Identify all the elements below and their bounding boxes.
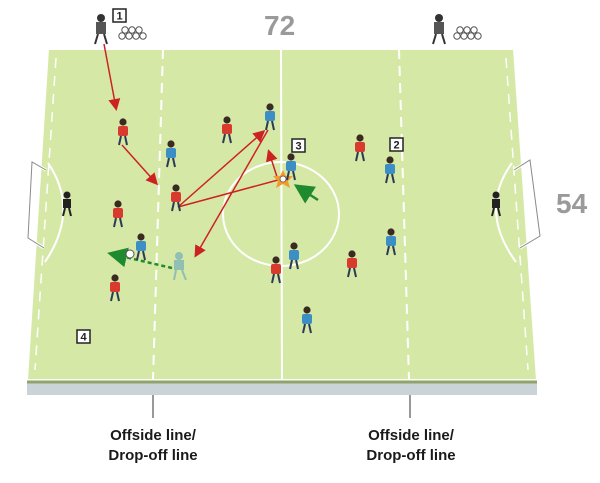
run-arrow-green — [293, 184, 319, 204]
goalkeeper-left — [62, 191, 72, 217]
caption-left-line1: Offside line/ — [110, 427, 196, 444]
coach-right — [432, 14, 446, 45]
pass-arrow-to-three — [177, 130, 266, 208]
blue-player — [289, 242, 299, 270]
pass-arrow-wing — [121, 144, 159, 186]
loose-ball — [125, 249, 135, 259]
marker-4: 4 — [76, 329, 91, 344]
red-player — [222, 116, 232, 144]
ball-impact-icon — [273, 170, 293, 188]
red-player — [113, 200, 123, 228]
right-goal-arc — [494, 162, 517, 263]
left-goal — [26, 159, 47, 250]
caption-right: Offside line/ Drop-off line — [326, 426, 496, 466]
caption-right-line2: Drop-off line — [366, 447, 456, 464]
goalkeeper-right — [491, 191, 501, 217]
red-players — [110, 116, 365, 302]
ball-pile-left — [118, 26, 147, 40]
red-player — [118, 118, 128, 146]
pass-arrow-cross — [177, 179, 279, 208]
pitch-edge — [27, 380, 537, 395]
svg-text:2: 2 — [393, 140, 399, 152]
dribble-arrow-green — [107, 247, 173, 270]
caption-right-line1: Offside line/ — [368, 427, 454, 444]
caption-left: Offside line/ Drop-off line — [68, 426, 238, 466]
red-player — [271, 256, 281, 284]
svg-text:1: 1 — [116, 11, 122, 23]
blue-player — [136, 233, 146, 261]
offside-line-left — [152, 48, 164, 381]
blue-player — [166, 140, 176, 168]
red-player — [110, 274, 120, 302]
caption-left-line2: Drop-off line — [108, 447, 198, 464]
blue-player — [385, 156, 395, 184]
pitch-width-label: 72 — [264, 10, 296, 41]
red-player — [171, 184, 181, 212]
ball-pile-right — [453, 26, 482, 40]
left-touch-dash — [34, 57, 57, 371]
marker-2: 2 — [389, 137, 404, 152]
red-player — [355, 134, 365, 162]
blue-players — [136, 103, 396, 334]
offside-line-right — [398, 48, 410, 381]
right-touch-dash — [505, 57, 529, 371]
coach-left — [94, 14, 108, 45]
right-goal — [513, 157, 542, 250]
svg-text:3: 3 — [295, 141, 301, 153]
marker-1: 1 — [112, 8, 127, 23]
pass-arrow-from-ball — [266, 149, 279, 181]
red-player — [347, 250, 357, 278]
pass-arrow-long — [194, 129, 269, 258]
marker-3: 3 — [291, 138, 306, 153]
halfway-line — [280, 48, 283, 381]
svg-text:4: 4 — [80, 332, 87, 344]
ghost-player — [173, 252, 187, 281]
pitch-height-label: 54 — [556, 188, 588, 219]
blue-player — [265, 103, 275, 131]
left-goal-arc — [44, 162, 65, 263]
blue-player — [386, 228, 396, 256]
blue-player — [286, 153, 296, 181]
pass-arrow-coach — [103, 43, 121, 111]
blue-player — [302, 306, 312, 334]
